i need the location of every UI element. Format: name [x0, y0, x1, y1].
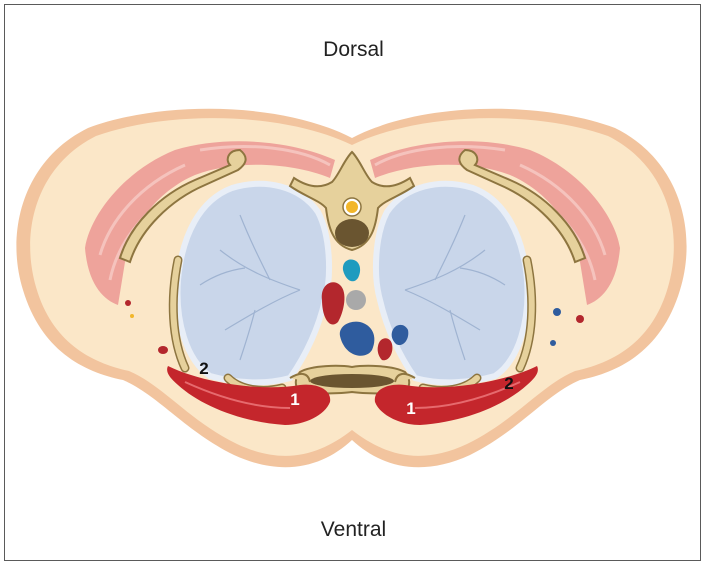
label-2-right: 2 [504, 374, 513, 393]
vessel-dot [158, 346, 168, 354]
vertebral-body [335, 219, 369, 247]
label-2-left: 2 [199, 359, 208, 378]
label-1-left: 1 [290, 390, 299, 409]
label-1-right: 1 [406, 399, 415, 418]
esophagus [346, 290, 366, 310]
vessel-dot [553, 308, 561, 316]
vessel-dot [576, 315, 584, 323]
vessel-dot [125, 300, 131, 306]
lung-left [178, 184, 330, 383]
sternum-marrow [310, 374, 394, 388]
vessel-dot [130, 314, 134, 318]
lung-right [376, 184, 528, 383]
spinal-cord [346, 201, 358, 213]
vessel-dot [550, 340, 556, 346]
